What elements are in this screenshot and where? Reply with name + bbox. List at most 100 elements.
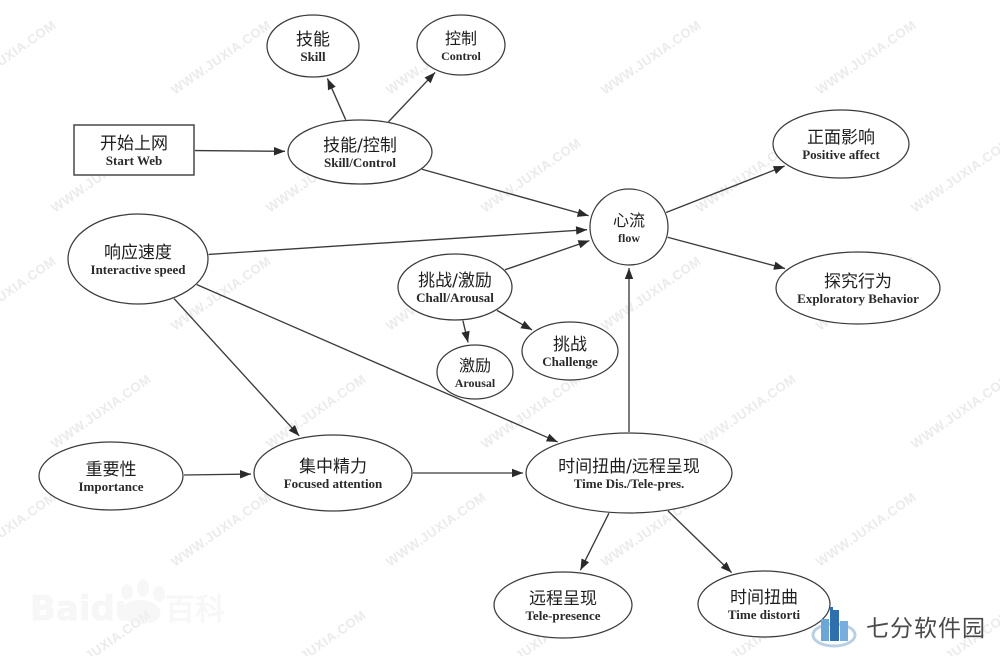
node-label-en: flow — [618, 231, 640, 245]
node-label-cn: 集中精力 — [299, 457, 367, 477]
node-label-en: Interactive speed — [91, 262, 187, 277]
node-shape[interactable] — [775, 251, 941, 325]
arrowhead — [273, 147, 286, 156]
edge-time_tele-to-flow — [624, 268, 634, 432]
node-label-cn: 响应速度 — [104, 243, 172, 263]
node-shape[interactable] — [287, 119, 433, 185]
node-shape[interactable] — [67, 213, 209, 305]
edge-speed-to-time_tele — [196, 284, 558, 443]
arrowhead — [288, 425, 300, 436]
arrowhead — [424, 72, 436, 84]
edge-importance-to-focused — [183, 470, 252, 479]
node-label-en: Skill — [300, 49, 326, 64]
node-label-en: Time Dis./Tele-pres. — [574, 476, 685, 491]
edge-line — [665, 165, 785, 214]
arrowhead — [461, 330, 470, 343]
edge-line — [194, 149, 286, 153]
edge-speed-to-focused — [173, 298, 300, 437]
node-label-cn: 正面影响 — [807, 128, 875, 148]
node-label-cn: 激励 — [459, 356, 491, 375]
edge-chall_arou-to-flow — [504, 240, 590, 271]
arrowhead — [327, 78, 336, 91]
edge-flow-to-positive — [665, 165, 785, 214]
edge-focused-to-time_tele — [413, 468, 523, 478]
edge-line — [173, 298, 300, 437]
site-logo-name: 七分软件园 — [866, 616, 986, 642]
node-label-cn: 探究行为 — [824, 272, 892, 292]
node-shape[interactable] — [416, 14, 506, 76]
edge-flow-to-explore — [667, 236, 786, 270]
node-shape[interactable] — [397, 253, 513, 321]
node-label-cn: 心流 — [613, 211, 645, 230]
edge-line — [667, 510, 733, 574]
node-shape[interactable] — [589, 188, 669, 266]
node-shape[interactable] — [521, 321, 619, 381]
edge-skill_ctrl-to-skill — [326, 78, 347, 120]
node-shape[interactable] — [525, 432, 733, 514]
node-shape[interactable] — [266, 14, 360, 78]
edge-line — [208, 229, 588, 256]
node-label-cn: 重要性 — [86, 460, 137, 480]
node-shape[interactable] — [73, 124, 195, 176]
arrowhead — [624, 268, 634, 279]
node-label-cn: 技能/控制 — [323, 136, 397, 156]
node-shape[interactable] — [493, 571, 633, 639]
edge-time_tele-to-telepres — [579, 512, 610, 571]
edge-chall_arou-to-challenge — [496, 309, 533, 331]
node-label-en: Chall/Arousal — [416, 290, 494, 305]
edge-start_web-to-skill_ctrl — [194, 147, 286, 156]
node-shape[interactable] — [772, 109, 910, 179]
node-label-en: Tele-presence — [525, 608, 600, 623]
edge-speed-to-flow — [208, 226, 588, 256]
node-label-cn: 挑战/激励 — [418, 271, 492, 291]
node-label-cn: 远程呈现 — [529, 589, 597, 609]
node-shape[interactable] — [697, 570, 831, 638]
node-shape[interactable] — [253, 434, 413, 512]
node-label-cn: 挑战 — [553, 335, 587, 355]
node-label-en: Importance — [79, 479, 144, 494]
edge-skill_ctrl-to-control — [388, 71, 436, 123]
node-label-cn: 开始上网 — [100, 134, 168, 154]
arrowhead — [520, 320, 533, 330]
node-shape[interactable] — [436, 344, 514, 400]
node-label-en: Skill/Control — [324, 155, 396, 170]
arrowhead — [773, 261, 785, 270]
arrowhead — [720, 561, 732, 573]
node-shape[interactable] — [38, 441, 184, 511]
node-label-cn: 时间扭曲/远程呈现 — [558, 457, 700, 477]
arrowhead — [576, 208, 589, 217]
edge-time_tele-to-timedist — [667, 510, 733, 574]
edge-line — [421, 168, 589, 217]
edge-line — [667, 236, 786, 270]
arrowhead — [545, 433, 558, 442]
node-label-en: Positive affect — [802, 147, 880, 162]
edge-line — [183, 473, 252, 476]
edges-group — [173, 71, 786, 574]
edge-line — [196, 284, 558, 443]
node-label-en: Focused attention — [284, 476, 383, 491]
node-label-en: Challenge — [542, 354, 598, 369]
edge-line — [388, 71, 436, 123]
site-logo: 七分软件园 — [811, 604, 986, 648]
arrowhead — [239, 470, 252, 479]
edge-chall_arou-to-arousal — [461, 320, 470, 343]
